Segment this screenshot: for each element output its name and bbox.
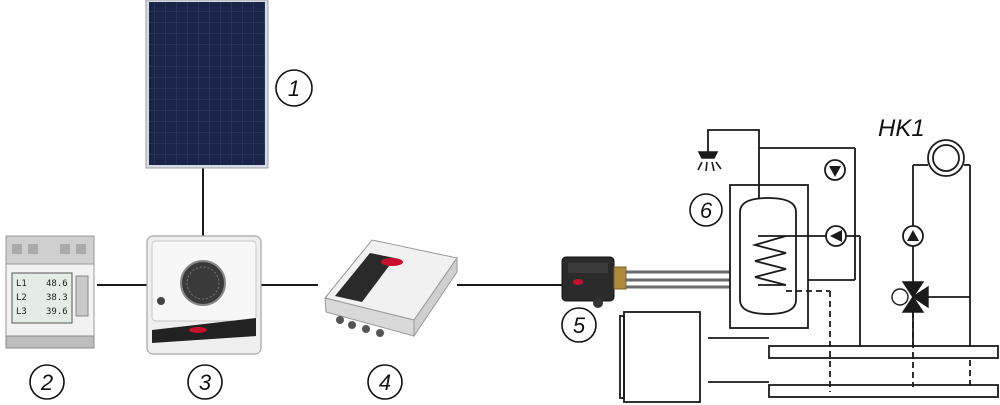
meter-row2-value: 38.3 xyxy=(46,293,68,303)
callout-2: 2 xyxy=(29,364,65,400)
heat-controller xyxy=(324,239,458,338)
callout-3: 3 xyxy=(187,364,223,400)
pump-icon-heating-circuit xyxy=(902,225,924,247)
callout-6: 6 xyxy=(689,193,723,227)
callout-1: 1 xyxy=(275,69,313,107)
mixing-valve-icon xyxy=(891,281,929,313)
inverter xyxy=(146,235,262,355)
electrical-connections xyxy=(97,168,562,286)
shower-head-icon xyxy=(697,151,722,172)
storage-tank-frame xyxy=(729,184,809,329)
callout-4: 4 xyxy=(367,364,403,400)
pump-icon-tank-loading xyxy=(825,225,847,247)
callout-4-label: 4 xyxy=(379,370,391,395)
heating-circuit-radiator-icon xyxy=(913,139,970,177)
meter-row3-phase: L3 xyxy=(16,307,27,317)
storage-tank-vessel xyxy=(739,197,797,315)
callout-2-label: 2 xyxy=(40,370,53,395)
hydraulic-schematic xyxy=(619,129,999,403)
callout-3-label: 3 xyxy=(199,370,212,395)
pump-icon-hot-water xyxy=(824,159,846,181)
meter-row3-value: 39.6 xyxy=(46,307,68,317)
meter-row1-value: 48.6 xyxy=(46,279,68,289)
heating-rod xyxy=(561,256,730,308)
callout-5-label: 5 xyxy=(573,313,586,338)
tank-heat-exchanger-coil xyxy=(751,235,787,286)
smart-meter: L1 48.6 L2 38.3 L3 39.6 xyxy=(5,235,95,349)
callout-6-label: 6 xyxy=(700,198,713,223)
pv-panel xyxy=(145,0,269,169)
callout-5: 5 xyxy=(561,307,597,343)
meter-row2-phase: L2 xyxy=(16,293,27,303)
meter-row1-phase: L1 xyxy=(16,279,27,289)
callout-1-label: 1 xyxy=(288,76,300,101)
heating-circuit-label: HK1 xyxy=(878,115,925,142)
